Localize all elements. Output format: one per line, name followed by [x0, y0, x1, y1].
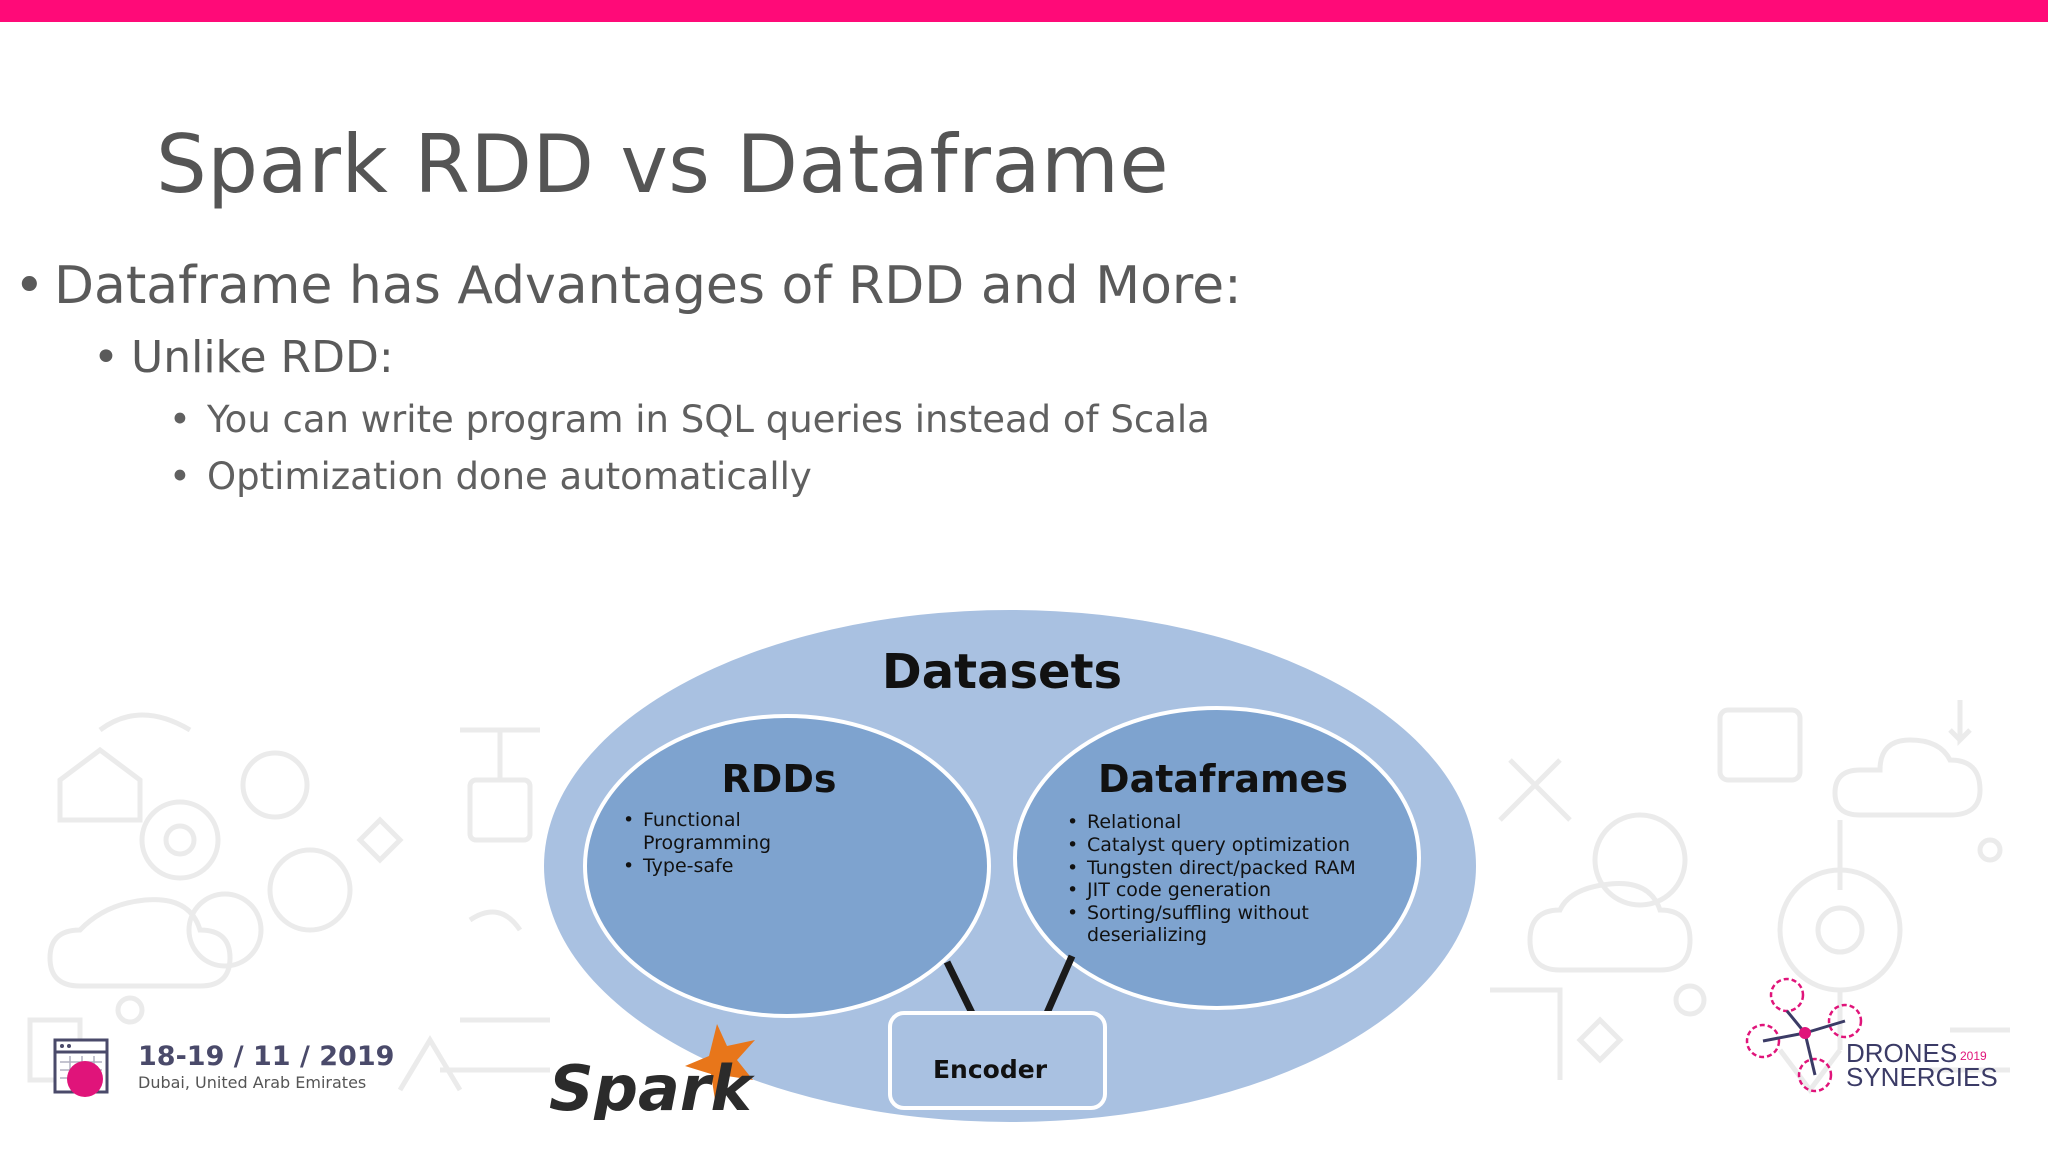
rdds-title: RDDs	[722, 757, 837, 801]
bullet-dot: •	[169, 455, 191, 498]
rdds-item: Functional	[643, 809, 741, 831]
datasets-label: Datasets	[882, 644, 1122, 700]
bullet-text: You can write program in SQL queries ins…	[207, 398, 1210, 441]
encoder-connector-left	[943, 960, 976, 1015]
encoder-box	[888, 1011, 1107, 1110]
rdds-item: Type-safe	[642, 855, 733, 877]
bullet-text: Optimization done automatically	[207, 455, 812, 498]
brand-line-1: DRONES	[1846, 1038, 1958, 1068]
spark-logo: Spark	[549, 1024, 755, 1120]
brand-line-2: SYNERGIES	[1846, 1062, 1998, 1092]
rdds-bullet: •	[623, 855, 634, 877]
brand-year: 2019	[1960, 1049, 1987, 1063]
encoder-label: Encoder	[933, 1055, 1048, 1084]
bullet-text: Unlike RDD:	[131, 332, 394, 383]
rdds-item: Programming	[643, 832, 771, 854]
bullet-level-1: • Dataframe has Advantages of RDD and Mo…	[14, 256, 1242, 316]
dataframes-item: Relational	[1087, 811, 1181, 833]
bullet-dot: •	[169, 398, 191, 441]
dataframes-item: Tungsten direct/packed RAM	[1086, 857, 1356, 879]
dataframes-item: Sorting/suffling without	[1087, 902, 1309, 924]
bullet-dot: •	[93, 332, 119, 383]
doodle-background	[27, 700, 2010, 1095]
bullet-text: Dataframe has Advantages of RDD and More…	[54, 256, 1242, 316]
dataframes-item: Catalyst query optimization	[1087, 834, 1350, 856]
event-date: 18-19 / 11 / 2019	[138, 1041, 395, 1072]
top-accent-bar	[0, 0, 2048, 22]
drones-synergies-logo	[1745, 977, 1863, 1093]
dataframes-bullet: •	[1067, 857, 1078, 879]
dataframes-title: Dataframes	[1098, 757, 1348, 801]
calendar-icon	[53, 1038, 109, 1097]
bullet-dot: •	[14, 256, 45, 316]
dataframes-bullet: •	[1067, 811, 1078, 833]
event-location: Dubai, United Arab Emirates	[138, 1073, 367, 1092]
dataframes-item: deserializing	[1087, 924, 1207, 946]
bullet-level-3: • Optimization done automatically	[169, 455, 812, 498]
dataframes-item: JIT code generation	[1086, 879, 1271, 901]
spark-star-icon	[685, 1024, 755, 1100]
slide-title: Spark RDD vs Dataframe	[156, 118, 1170, 211]
encoder-connector-right	[1043, 954, 1076, 1015]
dataframes-circle	[1013, 706, 1421, 1010]
bullet-level-3: • You can write program in SQL queries i…	[169, 398, 1210, 441]
datasets-diagram: Datasets RDDs • Functional Programming •…	[535, 600, 1495, 1140]
bullet-level-2: • Unlike RDD:	[93, 332, 394, 383]
rdds-circle	[583, 714, 991, 1018]
rdds-bullet: •	[623, 809, 634, 831]
dataframes-bullet: •	[1067, 834, 1078, 856]
spark-wordmark: Spark	[549, 1052, 755, 1120]
dataframes-bullet: •	[1067, 879, 1078, 901]
dataframes-bullet: •	[1067, 902, 1078, 924]
